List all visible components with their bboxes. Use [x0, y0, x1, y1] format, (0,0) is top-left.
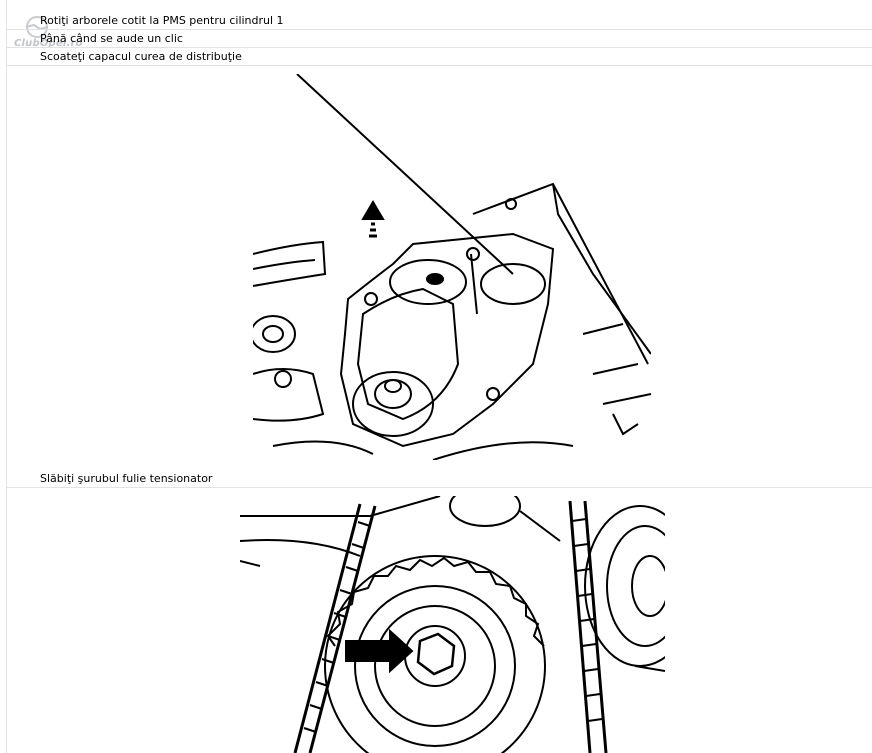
step-row: Rotiţi arborele cotit la PMS pentru cili… — [7, 12, 872, 30]
step-row: Slăbiţi şurubul fulie tensionator — [7, 470, 872, 488]
step-row: Până când se aude un clic — [7, 30, 872, 48]
step-text: Scoateţi capacul curea de distribuţie — [40, 50, 242, 63]
watermark-logo-text: ClubOpel.ro — [14, 38, 83, 49]
step-row: Scoateţi capacul curea de distribuţie — [7, 48, 872, 66]
page-left-border — [6, 0, 7, 753]
step-text: Până când se aude un clic — [40, 32, 183, 45]
step-text: Rotiţi arborele cotit la PMS pentru cili… — [40, 14, 284, 27]
opel-logo-icon — [25, 16, 49, 38]
step-text: Slăbiţi şurubul fulie tensionator — [40, 472, 213, 485]
tensioner-pulley-bolt-illustration — [240, 496, 665, 753]
timing-cover-removal-illustration — [253, 74, 651, 460]
